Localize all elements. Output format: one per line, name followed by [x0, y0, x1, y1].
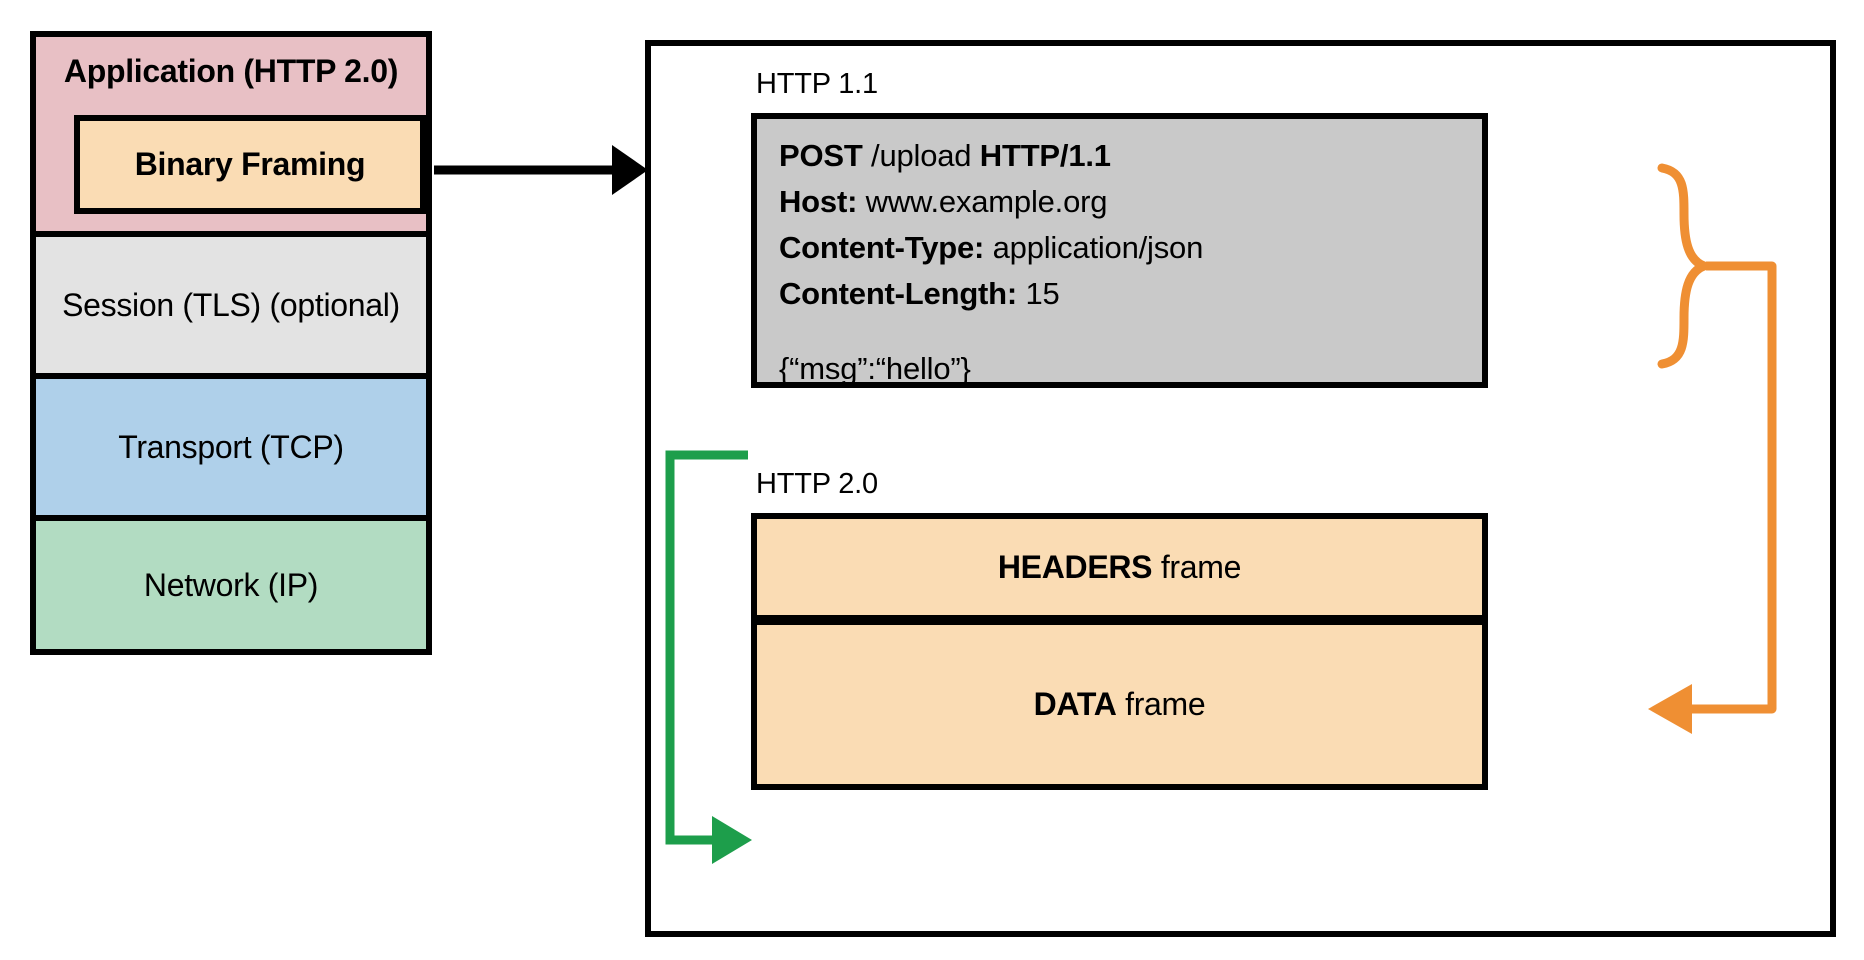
stack-to-panel-arrow	[434, 145, 648, 195]
http11-version: HTTP/1.1	[979, 138, 1111, 173]
http11-header-content-length-value: 15	[1025, 276, 1060, 311]
stack-layer-network: Network (IP)	[36, 515, 426, 649]
protocol-stack: Application (HTTP 2.0) Binary Framing Se…	[30, 31, 432, 655]
stack-layer-binary-framing-label: Binary Framing	[134, 146, 366, 182]
http11-header-content-length: Content-Length: 15	[779, 271, 1203, 317]
http11-header-host-name: Host:	[779, 184, 858, 219]
http20-data-frame: DATA frame	[751, 621, 1488, 790]
http11-body: {“msg”:“hello”}	[779, 351, 971, 386]
stack-layer-binary-framing: Binary Framing	[74, 115, 426, 214]
http11-headers-block: POST /upload HTTP/1.1 Host: www.example.…	[779, 133, 1203, 317]
http20-headers-frame-suffix: frame	[1152, 548, 1242, 585]
http11-header-content-length-name: Content-Length:	[779, 276, 1018, 311]
http20-data-frame-label: DATA frame	[1034, 686, 1206, 723]
http11-caption: HTTP 1.1	[756, 68, 878, 100]
http20-data-frame-keyword: DATA	[1033, 686, 1117, 722]
http11-header-host-value: www.example.org	[865, 184, 1108, 219]
http11-header-content-type: Content-Type: application/json	[779, 225, 1203, 271]
http20-caption: HTTP 2.0	[756, 468, 878, 500]
protocol-comparison-panel: HTTP 1.1 POST /upload HTTP/1.1 Host: www…	[645, 40, 1836, 937]
http11-request-line: POST /upload HTTP/1.1	[779, 133, 1203, 179]
stack-layer-session: Session (TLS) (optional)	[36, 231, 426, 373]
http11-header-host: Host: www.example.org	[779, 179, 1203, 225]
http20-headers-frame-keyword: HEADERS	[997, 548, 1153, 585]
stack-layer-transport-label: Transport (TCP)	[118, 428, 344, 465]
stack-layer-network-label: Network (IP)	[143, 566, 319, 603]
http11-header-content-type-name: Content-Type:	[779, 230, 985, 265]
http20-data-frame-suffix: frame	[1116, 686, 1206, 722]
stack-layer-session-label: Session (TLS) (optional)	[62, 286, 400, 323]
http11-method: POST	[779, 138, 863, 173]
http11-path: /upload	[871, 138, 972, 173]
http11-message-box: POST /upload HTTP/1.1 Host: www.example.…	[751, 113, 1488, 388]
stack-layer-transport: Transport (TCP)	[36, 373, 426, 515]
http20-headers-frame: HEADERS frame	[751, 513, 1488, 621]
stack-layer-application-label: Application (HTTP 2.0)	[63, 53, 399, 89]
http20-headers-frame-label: HEADERS frame	[997, 548, 1242, 586]
http11-header-content-type-value: application/json	[992, 230, 1204, 265]
